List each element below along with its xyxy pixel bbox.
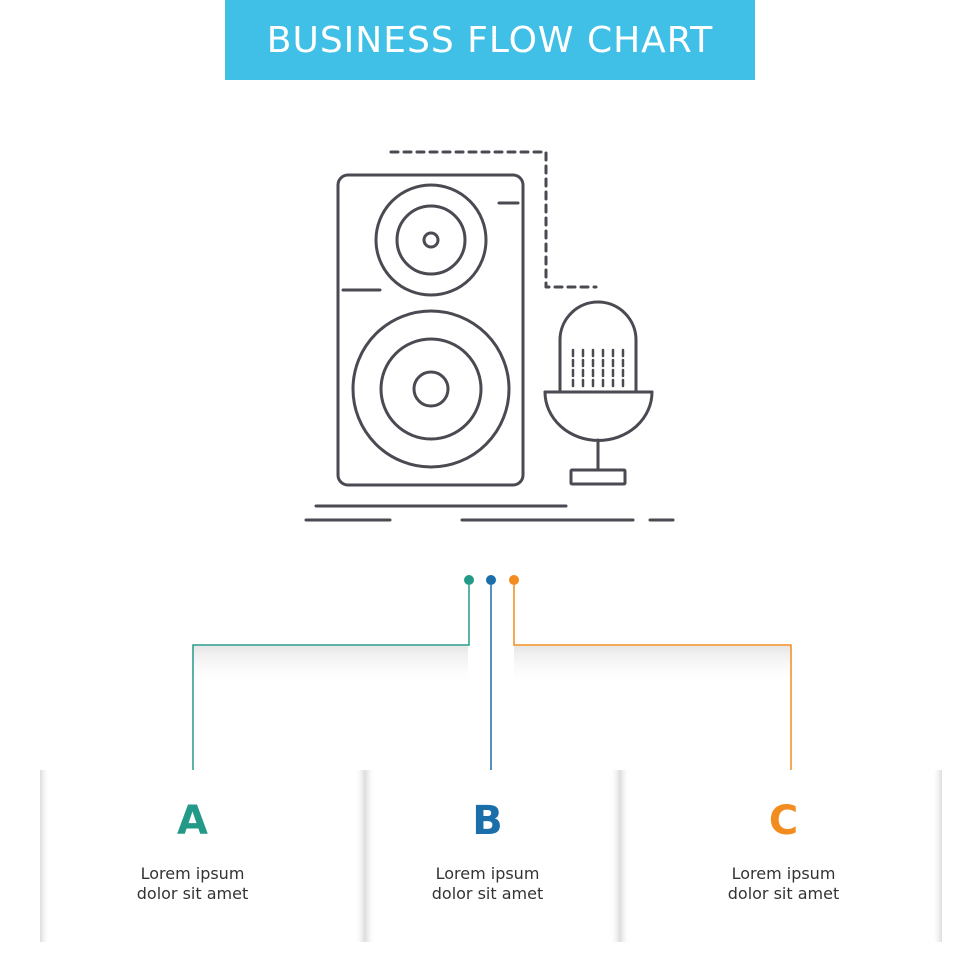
card-shadows: [40, 770, 942, 942]
connector-dot-b: [486, 575, 496, 585]
speaker-and-microphone-icon: [304, 150, 675, 522]
title-banner: BUSINESS FLOW CHART: [225, 0, 755, 80]
step-line2-a: dolor sit amet: [136, 884, 249, 903]
connector-shadow-c: [514, 646, 791, 686]
tweeter-icon: [374, 183, 488, 297]
step-card-c: C Lorem ipsum dolor sit amet: [630, 770, 932, 942]
step-line1-b: Lorem ipsum: [435, 864, 540, 883]
woofer-icon: [351, 309, 511, 469]
microphone-icon: [543, 300, 654, 486]
connector-dot-a: [464, 575, 474, 585]
step-line1-c: Lorem ipsum: [731, 864, 836, 883]
step-letter-a: A: [177, 798, 208, 844]
connector-c: [509, 575, 792, 780]
connector-a: [192, 575, 474, 780]
step-text-c: Lorem ipsum dolor sit amet: [635, 864, 932, 904]
chart-title: BUSINESS FLOW CHART: [266, 19, 714, 61]
step-line2-c: dolor sit amet: [727, 884, 840, 903]
connector-dot-c: [509, 575, 519, 585]
ground-lines-icon: [304, 504, 675, 522]
step-letter-c: C: [768, 798, 799, 844]
step-card-b: B Lorem ipsum dolor sit amet: [375, 770, 610, 942]
step-card-a: A Lorem ipsum dolor sit amet: [50, 770, 355, 942]
dashed-link-icon: [389, 150, 598, 289]
step-text-a: Lorem ipsum dolor sit amet: [30, 864, 355, 904]
connector-shadow-a: [193, 646, 468, 686]
connector-b: [486, 575, 496, 772]
step-text-b: Lorem ipsum dolor sit amet: [365, 864, 610, 904]
step-letter-b: B: [472, 798, 503, 844]
step-line1-a: Lorem ipsum: [140, 864, 245, 883]
step-line2-b: dolor sit amet: [431, 884, 544, 903]
microphone-grille-icon: [571, 348, 625, 388]
speaker-cabinet-icon: [336, 173, 525, 487]
